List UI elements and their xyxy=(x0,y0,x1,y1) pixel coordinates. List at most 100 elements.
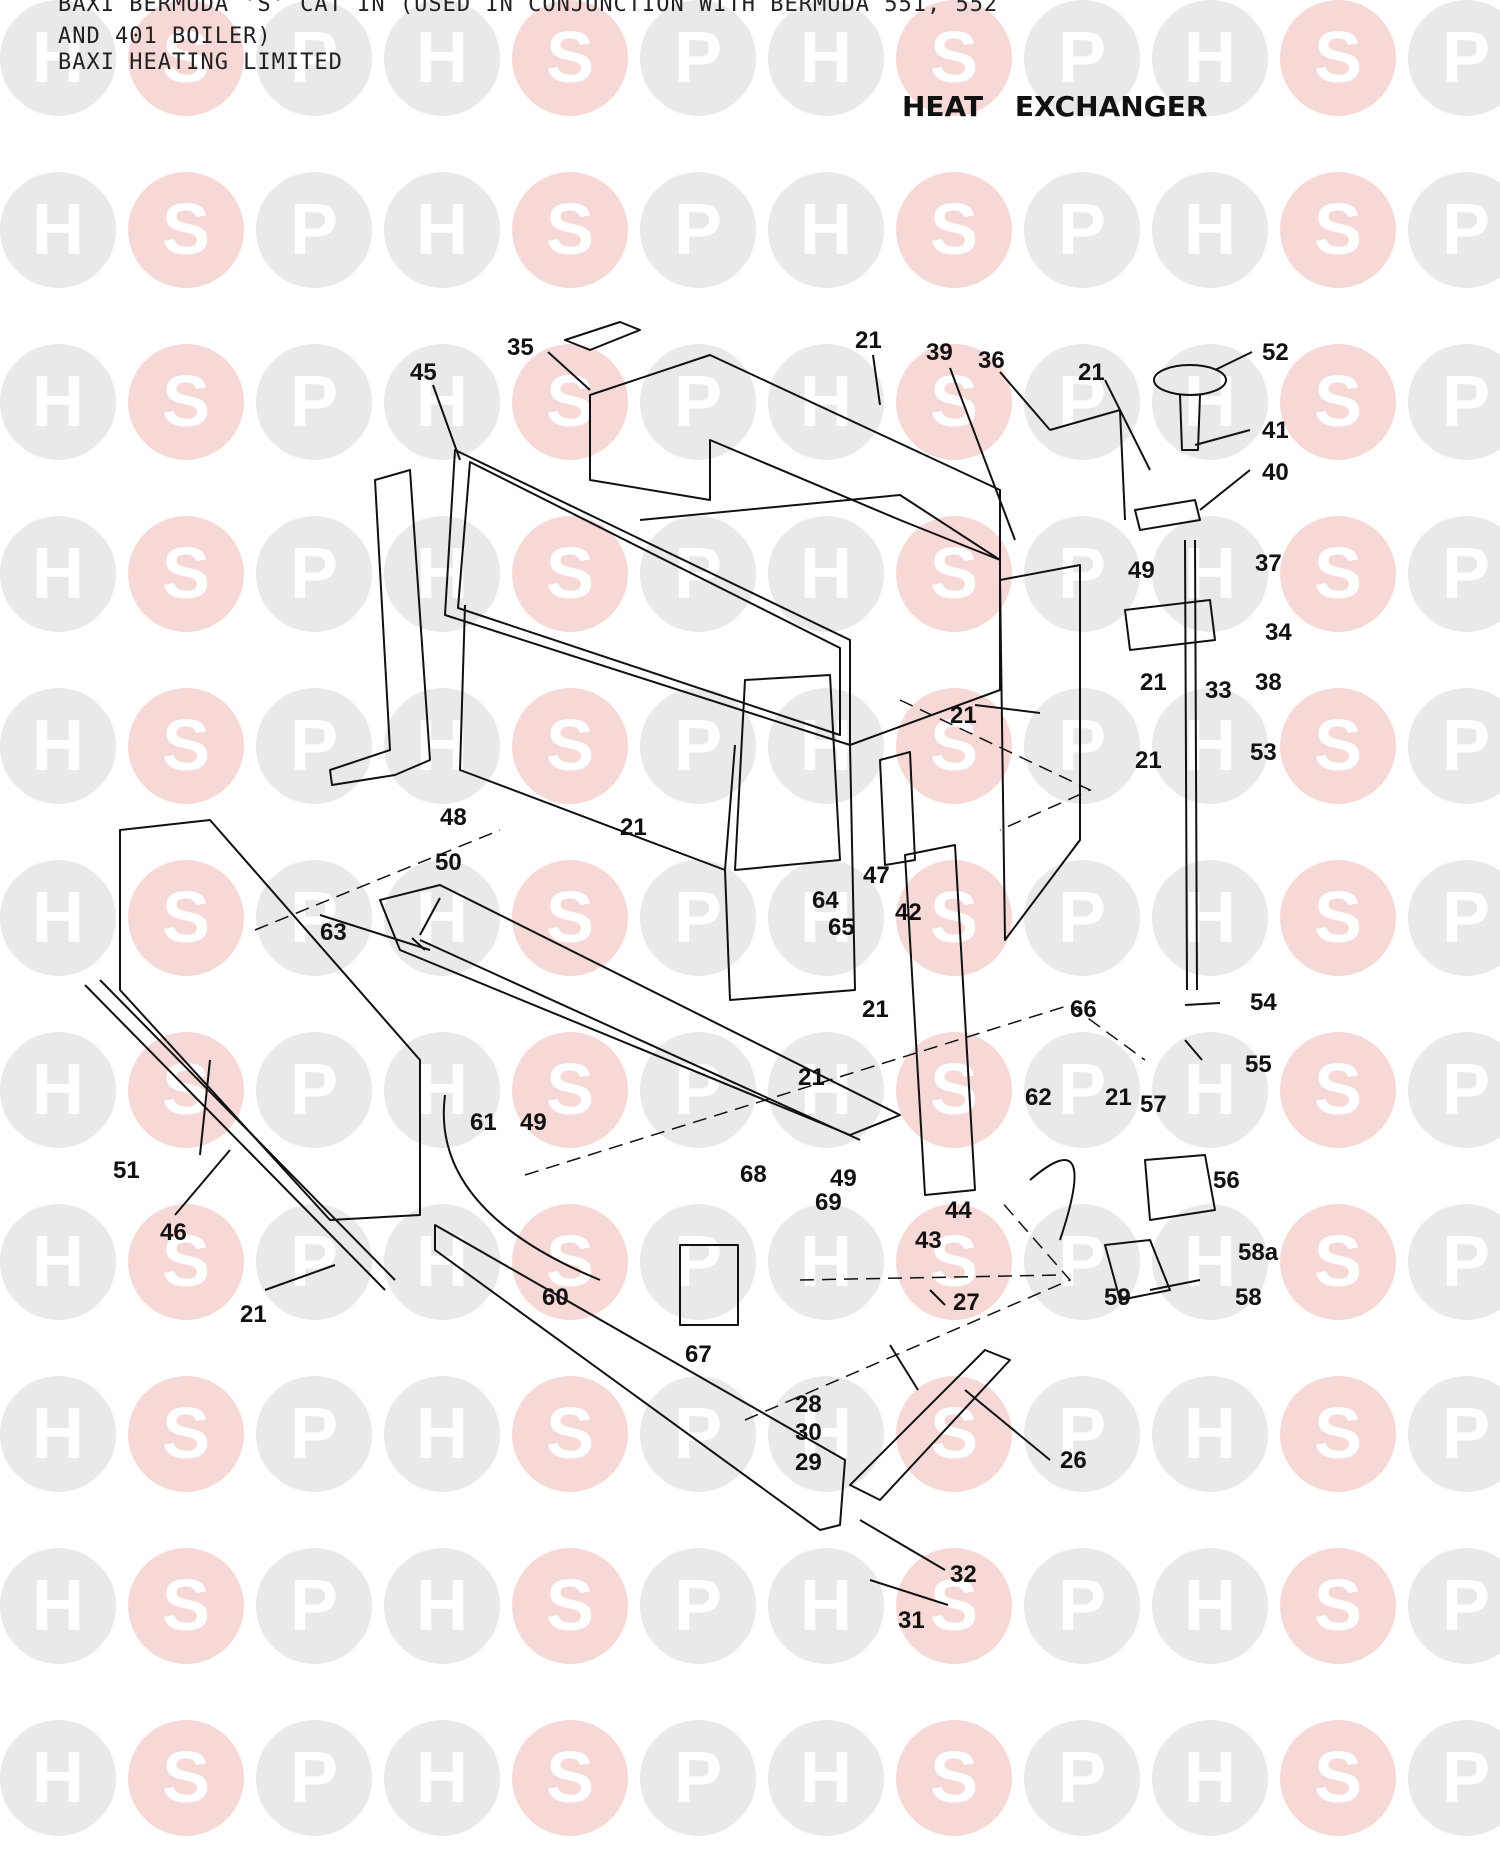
heat-exchanger-frame xyxy=(444,449,851,746)
callout-53: 53 xyxy=(1250,739,1277,766)
callout-21: 21 xyxy=(855,327,882,354)
watermark-letter: P xyxy=(674,1394,722,1474)
watermark-disc xyxy=(1152,1720,1268,1836)
watermark-disc xyxy=(896,172,1012,288)
watermark-letter: S xyxy=(546,1738,594,1818)
header-manufacturer-line: BAXI HEATING LIMITED xyxy=(58,50,343,75)
watermark-disc xyxy=(640,1204,756,1320)
watermark-disc xyxy=(512,1548,628,1664)
watermark-disc xyxy=(0,1204,116,1320)
watermark-letter: H xyxy=(800,534,852,614)
callout-40: 40 xyxy=(1262,459,1289,486)
watermark-letter: H xyxy=(800,1222,852,1302)
callout-26: 26 xyxy=(1060,1447,1087,1474)
watermark-disc xyxy=(896,1032,1012,1148)
callout-63: 63 xyxy=(320,919,347,946)
watermark-disc xyxy=(1408,688,1500,804)
watermark-disc xyxy=(512,344,628,460)
watermark-letter: P xyxy=(1058,190,1106,270)
callout-21-i: 21 xyxy=(1105,1084,1132,1111)
watermark-letter: S xyxy=(546,18,594,98)
watermark-disc xyxy=(128,1720,244,1836)
watermark-letter: H xyxy=(32,706,84,786)
watermark-disc xyxy=(512,172,628,288)
watermark-disc xyxy=(640,0,756,116)
watermark-letter: P xyxy=(290,1566,338,1646)
watermark-letter: H xyxy=(32,1222,84,1302)
watermark-disc xyxy=(896,1548,1012,1664)
watermark-disc xyxy=(768,1548,884,1664)
watermark-letter: S xyxy=(1314,190,1362,270)
watermark-disc xyxy=(128,172,244,288)
watermark-disc xyxy=(1280,1032,1396,1148)
watermark-letter: S xyxy=(930,362,978,442)
watermark-letter: H xyxy=(800,190,852,270)
watermark-disc xyxy=(512,1032,628,1148)
callout-39: 39 xyxy=(926,339,953,366)
callout-28: 28 xyxy=(795,1391,822,1418)
callout-21-j: 21 xyxy=(240,1301,267,1328)
watermark-disc xyxy=(640,1720,756,1836)
watermark-disc xyxy=(256,860,372,976)
watermark-disc xyxy=(1024,1548,1140,1664)
watermark-letter: S xyxy=(546,1394,594,1474)
watermark-letter: S xyxy=(930,18,978,98)
watermark-letter: H xyxy=(416,878,468,958)
watermark-disc xyxy=(640,172,756,288)
callout-44: 44 xyxy=(945,1197,972,1224)
callout-31: 31 xyxy=(898,1607,925,1634)
watermark-disc xyxy=(1024,1032,1140,1148)
watermark-letter: H xyxy=(32,362,84,442)
watermark-letter: P xyxy=(290,190,338,270)
watermark-letter: S xyxy=(162,1222,210,1302)
callout-62: 62 xyxy=(1025,1084,1052,1111)
pipe-60 xyxy=(442,1094,601,1281)
callout-59: 59 xyxy=(1104,1284,1131,1311)
watermark-disc xyxy=(1280,1548,1396,1664)
watermark-letter: H xyxy=(32,1566,84,1646)
watermark-letter: S xyxy=(930,706,978,786)
watermark-letter: S xyxy=(162,878,210,958)
watermark-letter: P xyxy=(1442,878,1490,958)
callout-21-d: 21 xyxy=(950,702,977,729)
watermark-disc xyxy=(1408,1720,1500,1836)
watermark-letter: S xyxy=(930,1738,978,1818)
callout-36: 36 xyxy=(978,347,1005,374)
watermark-disc xyxy=(1152,1376,1268,1492)
heat-exchanger-body xyxy=(639,494,1001,746)
callout-21-h: 21 xyxy=(798,1064,825,1091)
watermark-letter: S xyxy=(1314,362,1362,442)
control-knob-52 xyxy=(1153,364,1227,396)
watermark-letter: S xyxy=(930,1566,978,1646)
watermark-disc xyxy=(0,516,116,632)
watermark-disc xyxy=(1280,1720,1396,1836)
watermark-letter: P xyxy=(1442,190,1490,270)
watermark-letter: S xyxy=(546,1050,594,1130)
watermark-disc xyxy=(256,0,372,116)
callout-52: 52 xyxy=(1262,339,1289,366)
watermark-letter: S xyxy=(1314,878,1362,958)
callout-48: 48 xyxy=(440,804,467,831)
watermark-letter: P xyxy=(674,362,722,442)
watermark-disc xyxy=(1408,172,1500,288)
watermark-letter: H xyxy=(32,1738,84,1818)
watermark-letter: S xyxy=(930,1394,978,1474)
watermark-disc xyxy=(384,172,500,288)
callout-57: 57 xyxy=(1140,1091,1167,1118)
watermark-letter: H xyxy=(1184,1394,1236,1474)
ignition-unit-67 xyxy=(679,1244,739,1326)
watermark-disc xyxy=(640,1548,756,1664)
watermark-letter: P xyxy=(1058,362,1106,442)
watermark-letter: P xyxy=(674,706,722,786)
burner-63 xyxy=(419,939,861,1141)
watermark-letter: H xyxy=(1184,1050,1236,1130)
watermark-letter: S xyxy=(1314,1050,1362,1130)
watermark-letter: S xyxy=(546,362,594,442)
watermark-letter: H xyxy=(32,1050,84,1130)
callout-49: 49 xyxy=(1128,557,1155,584)
callout-49-c: 49 xyxy=(830,1165,857,1192)
watermark-letter: P xyxy=(674,190,722,270)
callout-21-c: 21 xyxy=(1140,669,1167,696)
watermark-disc xyxy=(1280,516,1396,632)
watermark-disc xyxy=(256,688,372,804)
